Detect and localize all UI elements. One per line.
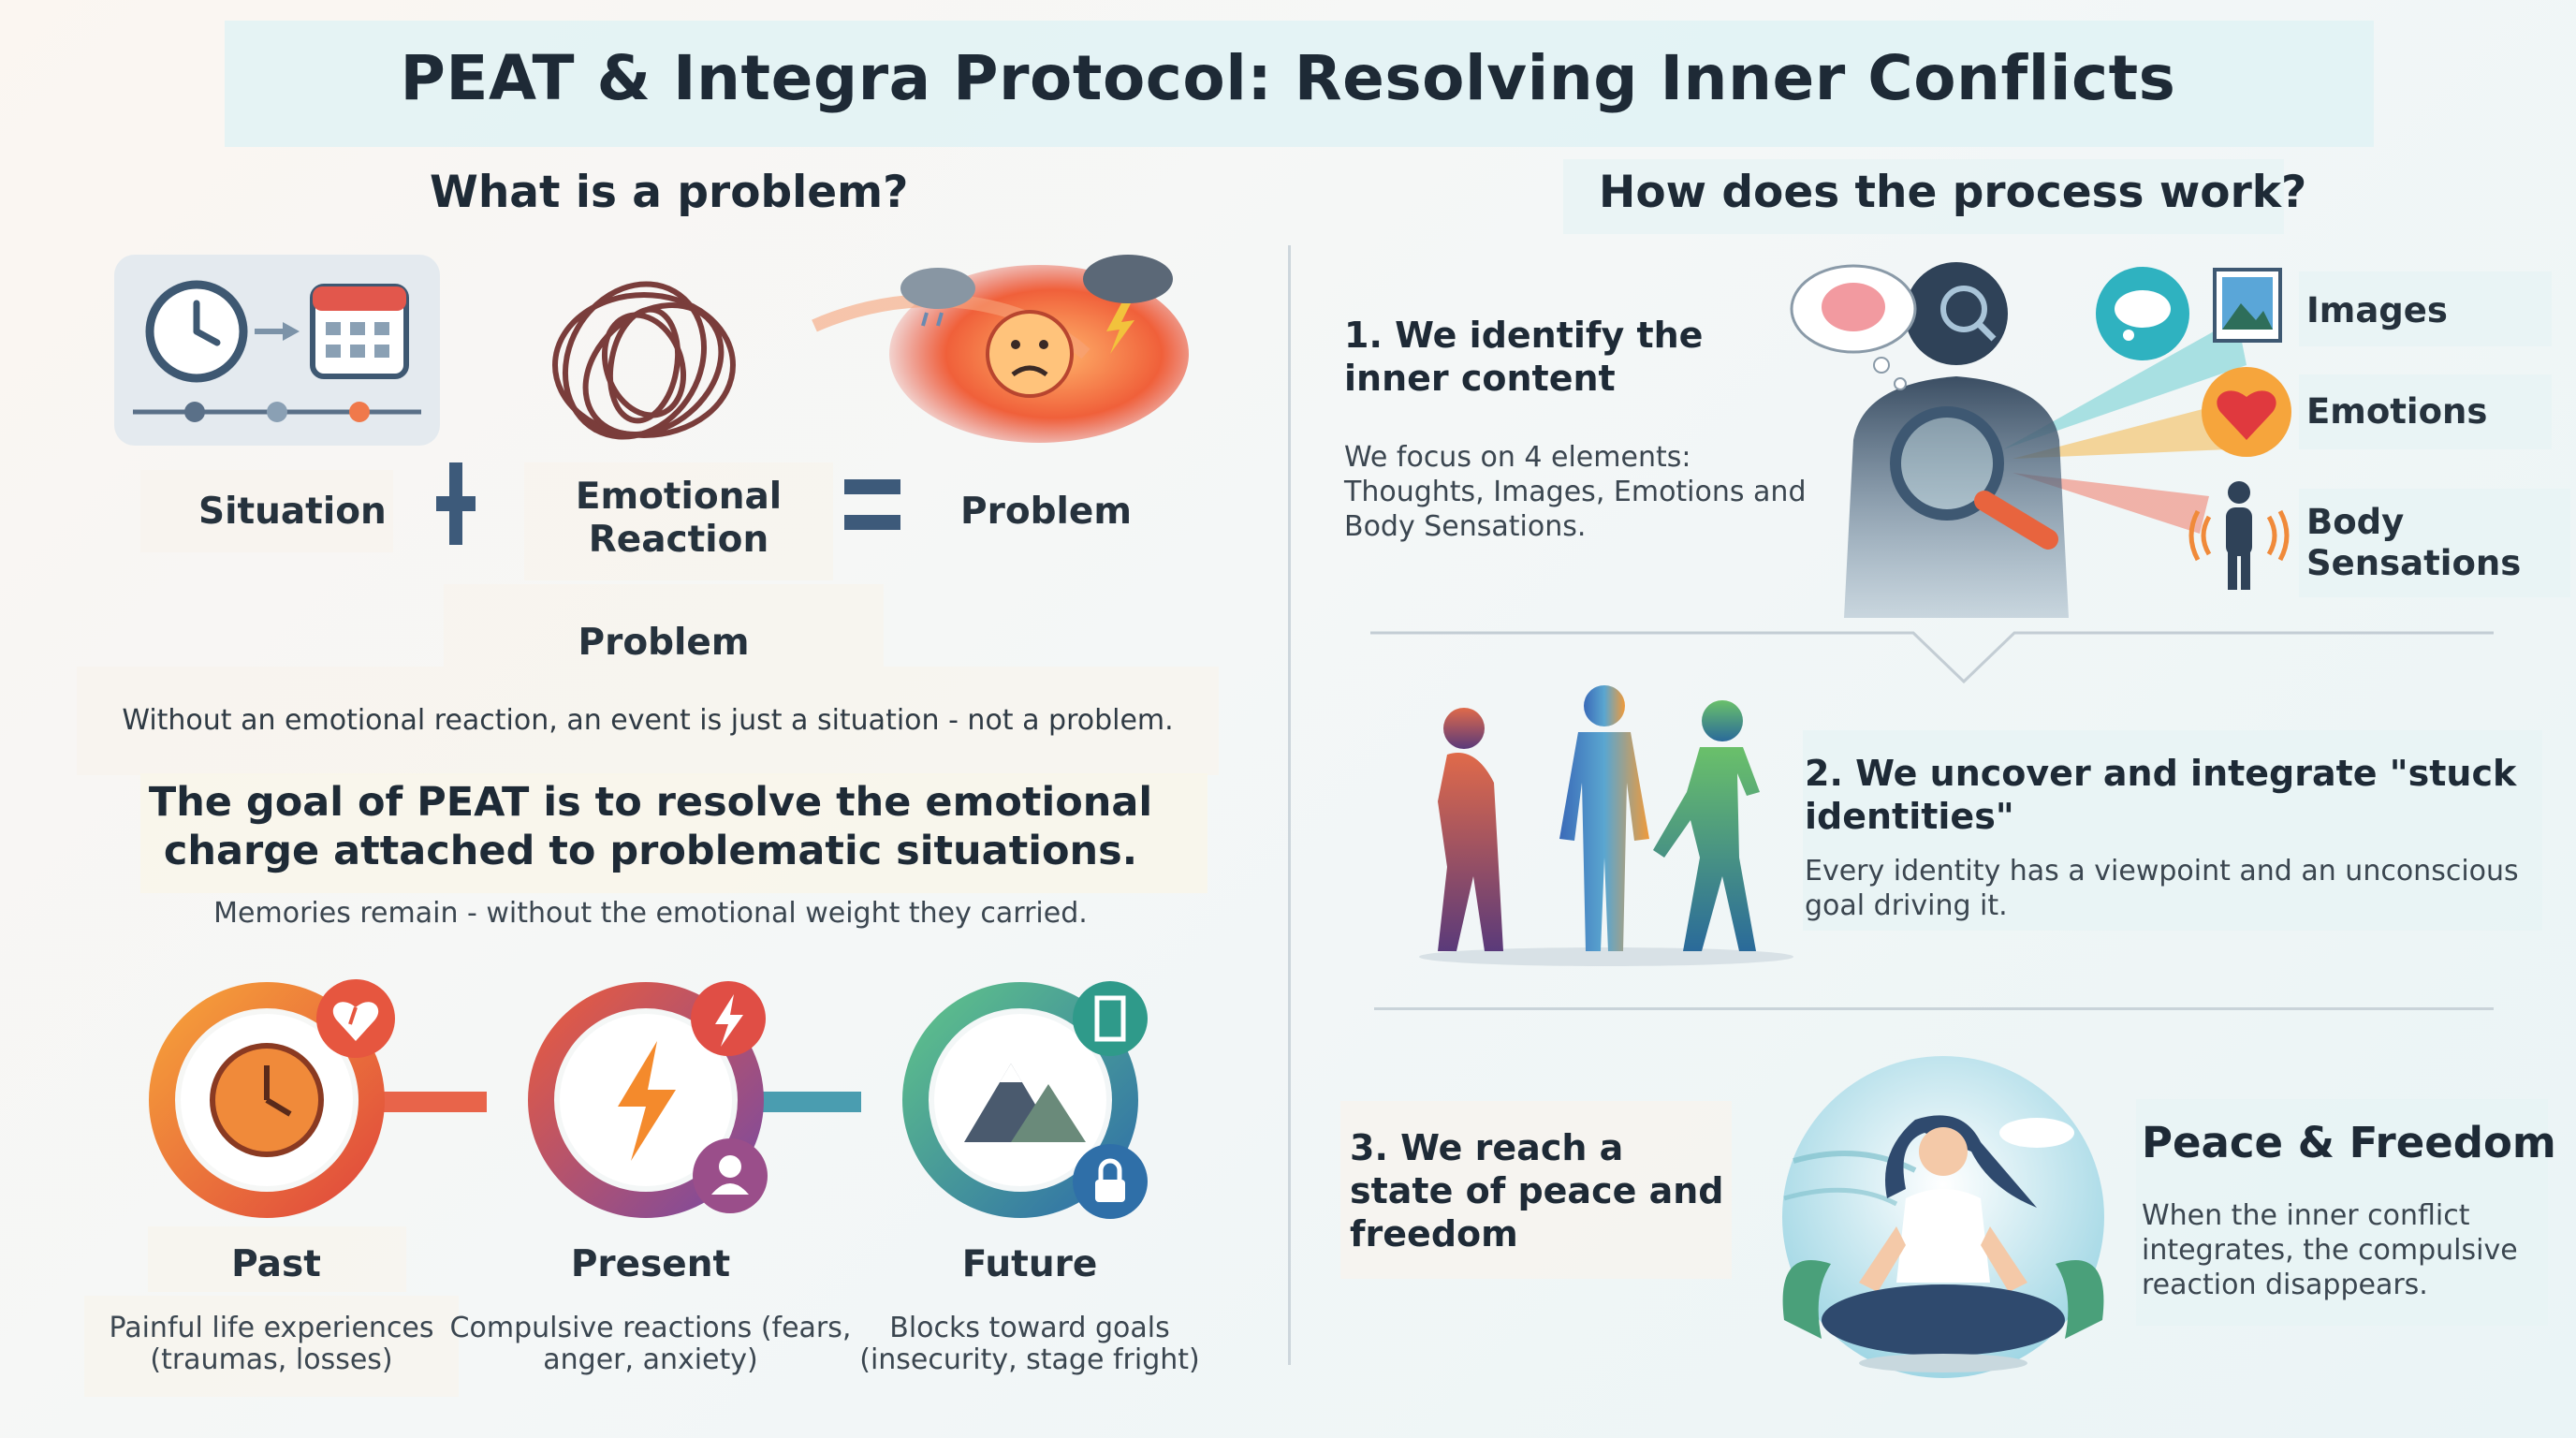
title-band: [225, 21, 2374, 147]
situation-label: Situation: [198, 491, 387, 533]
step1-desc-2: Thoughts, Images, Emotions and: [1344, 476, 1807, 508]
problem-label: Problem: [578, 622, 750, 664]
peace-desc-3: reaction disappears.: [2142, 1269, 2428, 1301]
problem-result-label: Problem: [960, 491, 1132, 533]
timeline-past-desc-1: Painful life experiences: [109, 1312, 434, 1344]
timeline-past-title: Past: [231, 1243, 321, 1285]
separator-2: [1374, 1007, 2494, 1010]
right-heading: How does the process work?: [1599, 167, 2307, 218]
step1-desc-3: Body Sensations.: [1344, 510, 1587, 543]
meditation-graphic: [1782, 1056, 2104, 1378]
storm-face-icon: [812, 255, 1189, 443]
past-desc-box: [84, 1296, 459, 1397]
situation-box: [140, 470, 393, 552]
step2-desc-1: Every identity has a viewpoint and an un…: [1805, 855, 2519, 888]
timeline-future-title: Future: [961, 1243, 1098, 1285]
person-scan-graphic: [1790, 262, 2247, 618]
body-label-1: Body: [2306, 502, 2405, 542]
images-label: Images: [2306, 290, 2448, 330]
goal-box: [140, 773, 1208, 893]
emotions-label: Emotions: [2306, 391, 2488, 432]
step3-title-3: freedom: [1350, 1213, 1518, 1255]
problem-box: [444, 584, 884, 667]
goal-line-2: charge attached to problematic situation…: [163, 828, 1138, 874]
body-sensation-icon: [2188, 481, 2290, 590]
emotional-label-2: Reaction: [588, 519, 769, 561]
step1-title-1: 1. We identify the: [1344, 315, 1704, 356]
emotions-box: [2299, 374, 2552, 449]
timeline-past-desc-2: (traumas, losses): [150, 1343, 393, 1376]
problem-desc-box: [77, 667, 1219, 775]
heart-icon: [2202, 367, 2291, 457]
step2-title-2: identities": [1805, 796, 2014, 837]
tangle-icon: [552, 281, 736, 440]
step3-title-1: 3. We reach a: [1350, 1127, 1624, 1168]
thought-bubble-icon: [2096, 267, 2189, 360]
step3-title-2: state of peace and: [1350, 1170, 1724, 1211]
page-title: PEAT & Integra Protocol: Resolving Inner…: [400, 42, 2176, 114]
emotional-label-1: Emotional: [575, 476, 783, 518]
problem-description: Without an emotional reaction, an event …: [122, 704, 1174, 737]
timeline-graphic: [149, 979, 1148, 1219]
step1-desc-1: We focus on 4 elements:: [1344, 441, 1691, 474]
clock-calendar-icon: [133, 280, 421, 422]
step2-desc-2: goal driving it.: [1805, 889, 2008, 922]
goal-line-1: The goal of PEAT is to resolve the emoti…: [148, 779, 1153, 826]
images-box: [2299, 271, 2552, 346]
timeline-present-desc-2: anger, anxiety): [543, 1343, 758, 1376]
picture-icon: [2213, 268, 2282, 343]
identities-figures-graphic: [1419, 685, 1793, 966]
timeline-present-title: Present: [570, 1243, 731, 1285]
center-divider: [1288, 245, 1291, 1365]
left-heading: What is a problem?: [430, 167, 909, 218]
plus-icon: [436, 462, 476, 545]
past-title-box: [148, 1226, 406, 1292]
peace-box: [2136, 1099, 2548, 1326]
body-label-2: Sensations: [2306, 543, 2522, 583]
situation-card: [114, 255, 440, 446]
peace-title: Peace & Freedom: [2142, 1118, 2556, 1167]
peace-desc-1: When the inner conflict: [2142, 1199, 2470, 1232]
right-heading-box: [1563, 159, 2284, 234]
separator-notch: [1370, 631, 2494, 684]
step1-title-2: inner content: [1344, 358, 1616, 399]
step2-box: [1803, 730, 2542, 931]
step2-title-1: 2. We uncover and integrate "stuck: [1805, 753, 2517, 794]
memories-text: Memories remain - without the emotional …: [213, 897, 1088, 930]
emotional-box: [524, 462, 833, 580]
equals-icon: [844, 479, 900, 530]
timeline-future-desc-1: Blocks toward goals: [889, 1312, 1170, 1344]
body-sensations-box: [2299, 489, 2570, 597]
peace-desc-2: integrates, the compulsive: [2142, 1234, 2518, 1267]
step3-box: [1340, 1101, 1732, 1279]
timeline-present-desc-1: Compulsive reactions (fears,: [449, 1312, 852, 1344]
timeline-future-desc-2: (insecurity, stage fright): [859, 1343, 1200, 1376]
